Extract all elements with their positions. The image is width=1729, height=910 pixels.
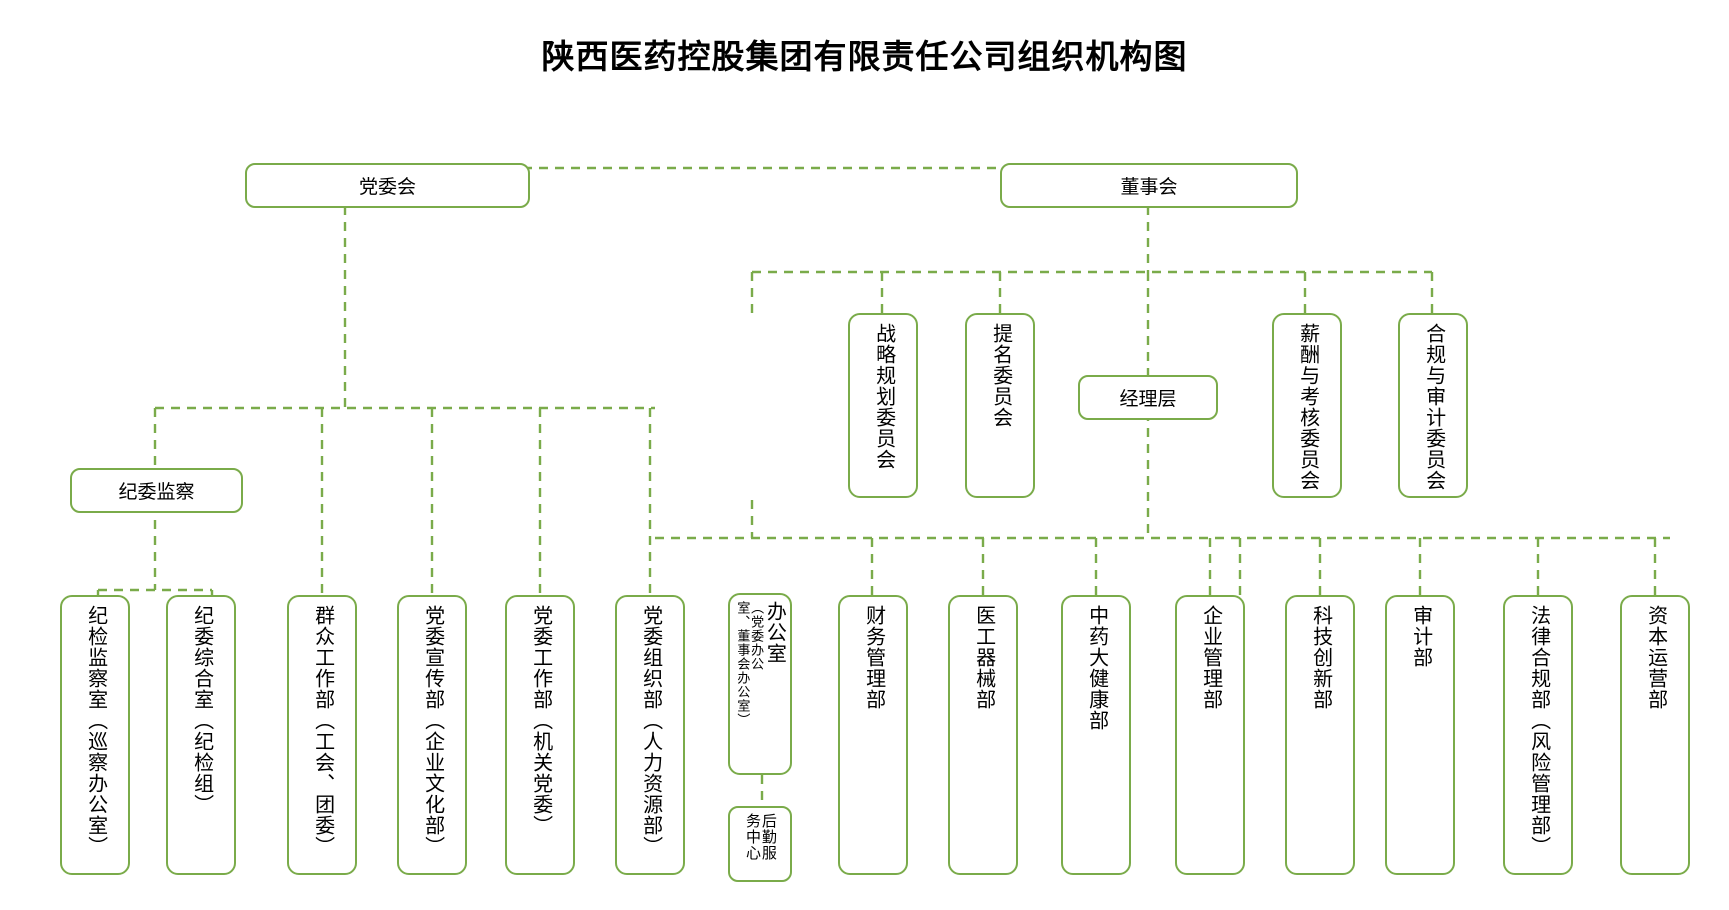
node-label: 党委宣传部（企业文化部） <box>421 605 444 857</box>
node-label: 资本运营部 <box>1644 605 1667 710</box>
node-label: 战略规划委员会 <box>872 323 895 470</box>
node-label: 党委会 <box>358 177 416 198</box>
node-management-level[interactable]: 经理层 <box>1078 375 1218 420</box>
node-label-main: 办公室 <box>763 601 786 664</box>
node-label: 董事会 <box>1120 177 1178 198</box>
node-label: 企业管理部 <box>1199 605 1222 710</box>
node-department[interactable]: 党委组织部（人力资源部） <box>615 595 685 875</box>
node-label: 纪委综合室（纪检组） <box>190 605 213 815</box>
node-department[interactable]: 党委工作部（机关党委） <box>505 595 575 875</box>
node-discipline-inspection[interactable]: 纪委监察 <box>70 468 243 513</box>
node-strategy-committee[interactable]: 战略规划委员会 <box>848 313 918 498</box>
node-department[interactable]: 医工器械部 <box>948 595 1018 875</box>
node-label: 合规与审计委员会 <box>1422 323 1445 491</box>
node-label-b: 务中心 <box>744 813 761 861</box>
node-label: 党委工作部（机关党委） <box>529 605 552 836</box>
node-nomination-committee[interactable]: 提名委员会 <box>965 313 1035 498</box>
node-department[interactable]: 中药大健康部 <box>1061 595 1131 875</box>
node-label-sub: （党委办公 <box>749 601 765 671</box>
node-label: 党委组织部（人力资源部） <box>639 605 662 857</box>
node-department[interactable]: 法律合规部（风险管理部） <box>1503 595 1573 875</box>
node-label: 审计部 <box>1409 605 1432 668</box>
node-department[interactable]: 党委宣传部（企业文化部） <box>397 595 467 875</box>
node-logistics-service-center[interactable]: 后勤服 务中心 <box>728 806 792 882</box>
node-label-sub2: 室、董事会办公室） <box>735 601 751 727</box>
node-general-office[interactable]: 办公室 （党委办公 室、董事会办公室） <box>728 593 792 775</box>
node-department[interactable]: 纪检监察室（巡察办公室） <box>60 595 130 875</box>
node-department[interactable]: 纪委综合室（纪检组） <box>166 595 236 875</box>
node-label: 科技创新部 <box>1309 605 1332 710</box>
node-department[interactable]: 群众工作部（工会、团委） <box>287 595 357 875</box>
node-department[interactable]: 资本运营部 <box>1620 595 1690 875</box>
node-compliance-audit-committee[interactable]: 合规与审计委员会 <box>1398 313 1468 498</box>
node-compensation-committee[interactable]: 薪酬与考核委员会 <box>1272 313 1342 498</box>
page-title: 陕西医药控股集团有限责任公司组织机构图 <box>541 38 1188 75</box>
node-department[interactable]: 审计部 <box>1385 595 1455 875</box>
node-label: 薪酬与考核委员会 <box>1296 323 1319 491</box>
node-label: 纪检监察室（巡察办公室） <box>84 605 107 857</box>
node-label: 中药大健康部 <box>1085 605 1108 731</box>
node-label: 提名委员会 <box>989 323 1012 428</box>
node-board-of-directors[interactable]: 董事会 <box>1000 163 1298 208</box>
node-label: 群众工作部（工会、团委） <box>311 605 334 857</box>
node-label: 经理层 <box>1119 389 1177 410</box>
node-label-a: 后勤服 <box>759 813 777 861</box>
node-department[interactable]: 财务管理部 <box>838 595 908 875</box>
node-label: 法律合规部（风险管理部） <box>1527 605 1550 857</box>
node-label: 医工器械部 <box>972 605 995 710</box>
node-department[interactable]: 科技创新部 <box>1285 595 1355 875</box>
node-party-committee[interactable]: 党委会 <box>245 163 530 208</box>
node-label: 纪委监察 <box>118 482 195 503</box>
node-department[interactable]: 企业管理部 <box>1175 595 1245 875</box>
node-label: 财务管理部 <box>862 605 885 710</box>
